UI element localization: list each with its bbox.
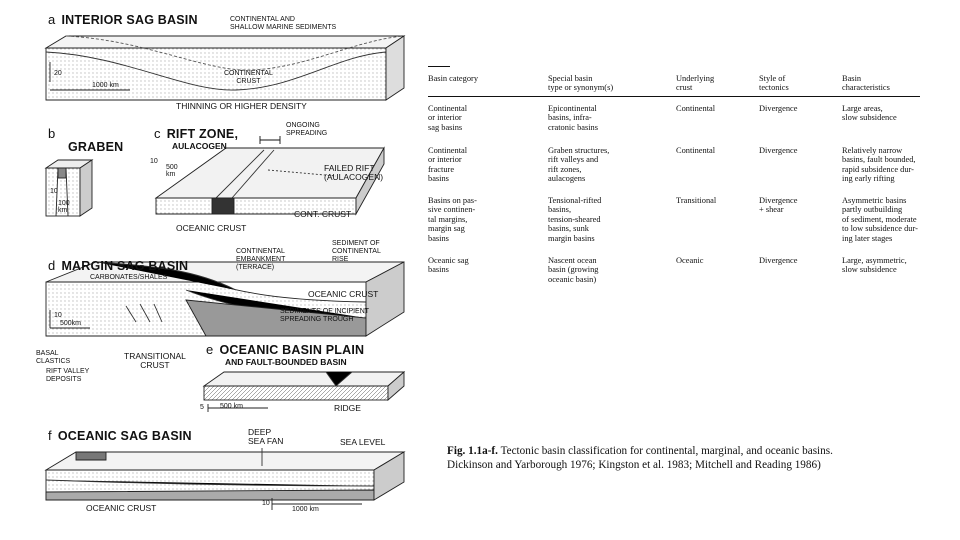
panel-a-heading: INTERIOR SAG BASIN	[61, 13, 197, 27]
table-cell: Divergence + shear	[759, 196, 837, 215]
panel-d-scale-horizontal: 500km	[60, 320, 81, 327]
panel-b-heading: GRABEN	[68, 140, 123, 154]
table-header: Basin category Special basin type or syn…	[428, 74, 920, 97]
header-underlying-crust: Underlying crust	[676, 74, 752, 93]
panel-c-label-failed-rift: FAILED RIFT (AULACOGEN)	[324, 164, 383, 182]
panel-a-label-thinning: THINNING OR HIGHER DENSITY	[176, 102, 307, 111]
panel-d-label-carbonates: CARBONATES/SHALES	[90, 274, 167, 282]
table-cell: Tensional-rifted basins, tension-sheared…	[548, 196, 666, 243]
table-cell: Nascent ocean basin (growing oceanic bas…	[548, 256, 666, 284]
panel-c-scale-horizontal: 500 km	[166, 164, 178, 178]
panel-d-label-embankment: CONTINENTAL EMBANKMENT (TERRACE)	[236, 248, 285, 272]
panel-d-label-rift-valley: RIFT VALLEY DEPOSITS	[46, 368, 89, 384]
table-cell: Asymmetric basins partly outbuilding of …	[842, 196, 924, 243]
panel-b-scale-vertical: 10	[50, 188, 58, 195]
table-cell: Basins on pas- sive continen- tal margin…	[428, 196, 538, 243]
panel-f-label-fan: DEEP SEA FAN	[248, 428, 283, 446]
header-special-basin-type: Special basin type or synonym(s)	[548, 74, 666, 93]
panel-c-label-cont-crust: CONT. CRUST	[294, 210, 351, 219]
caption-text: Tectonic basin classification for contin…	[447, 445, 833, 471]
panel-d-label-oceanic-crust: OCEANIC CRUST	[308, 290, 378, 299]
table-cell: Epicontinental basins, infra- cratonic b…	[548, 104, 666, 132]
caption-label: Fig. 1.1a-f.	[447, 445, 498, 457]
panel-c-heading: RIFT ZONE,	[167, 127, 238, 141]
table-cell: Divergence	[759, 104, 837, 113]
table-cell: Divergence	[759, 256, 837, 265]
panel-d-heading: MARGIN SAG BASIN	[61, 259, 188, 273]
panel-a-letter: a	[48, 12, 55, 27]
panel-f-heading: OCEANIC SAG BASIN	[58, 429, 192, 443]
panel-b-letter: b	[48, 126, 55, 141]
panel-f-label-sea-level: SEA LEVEL	[340, 438, 385, 447]
table-cell: Graben structures, rift valleys and rift…	[548, 146, 666, 184]
panel-f-title: f OCEANIC SAG BASIN	[48, 428, 192, 443]
panel-c-scale-vertical: 10	[150, 158, 158, 165]
table-cell: Large areas, slow subsidence	[842, 104, 924, 123]
header-style-of-tectonics: Style of tectonics	[759, 74, 837, 93]
panel-c-label-spreading: ONGOING SPREADING	[286, 122, 327, 138]
tectonic-basin-figure: a INTERIOR SAG BASIN b GRABEN c RIFT ZONE,…	[36, 0, 416, 530]
table-cell: Relatively narrow basins, fault bounded,…	[842, 146, 924, 184]
panel-d-letter: d	[48, 258, 55, 273]
panel-e-title: e OCEANIC BASIN PLAIN	[206, 342, 364, 357]
panel-a-label-sediments: CONTINENTAL AND SHALLOW MARINE SEDIMENTS	[230, 16, 336, 32]
panel-d-label-rise: SEDIMENT OF CONTINENTAL RISE	[332, 240, 381, 264]
header-basin-category: Basin category	[428, 74, 538, 83]
panel-f-letter: f	[48, 428, 52, 443]
panel-a-scale-vertical: 20	[54, 70, 62, 77]
table-cell: Large, asymmetric, slow subsidence	[842, 256, 924, 275]
panel-a-title: a INTERIOR SAG BASIN	[48, 12, 198, 27]
panel-d-scale-vertical: 10	[54, 312, 62, 319]
panel-a-label-crust: CONTINENTAL CRUST	[224, 70, 273, 86]
table-cell: Transitional	[676, 196, 752, 205]
table-cell: Continental	[676, 146, 752, 155]
figure-caption: Fig. 1.1a-f. Tectonic basin classificati…	[447, 444, 927, 472]
table-cell: Oceanic	[676, 256, 752, 265]
table-cell: Divergence	[759, 146, 837, 155]
panel-e-label-ridge: RIDGE	[334, 404, 361, 413]
panel-f-scale-vertical: 10	[262, 500, 270, 507]
panel-e-heading: OCEANIC BASIN PLAIN	[219, 343, 364, 357]
table-cell: Continental	[676, 104, 752, 113]
panel-f-label-oceanic-crust: OCEANIC CRUST	[86, 504, 156, 513]
panel-c-letter: c	[154, 126, 161, 141]
panel-b-scale-horizontal: 100 km	[58, 200, 70, 214]
panel-f-scale-horizontal: 1000 km	[292, 506, 319, 513]
panel-e-scale-horizontal: 500 km	[220, 403, 243, 410]
table-cell: Continental or interior fracture basins	[428, 146, 538, 184]
panel-c-subtitle: AULACOGEN	[172, 142, 227, 151]
panel-d-label-trough: SEDIMENTS OF INCIPIENT SPREADING TROUGH	[280, 308, 369, 324]
panel-e-subtitle: AND FAULT-BOUNDED BASIN	[225, 358, 347, 367]
panel-c-label-oceanic-crust: OCEANIC CRUST	[176, 224, 246, 233]
header-basin-characteristics: Basin characteristics	[842, 74, 924, 93]
panel-d-title: d MARGIN SAG BASIN	[48, 258, 188, 273]
table-top-rule	[428, 66, 450, 67]
table-cell: Continental or interior sag basins	[428, 104, 538, 132]
panel-f-block	[46, 448, 404, 510]
table-cell: Oceanic sag basins	[428, 256, 538, 275]
panel-d-label-transitional: TRANSITIONAL CRUST	[124, 352, 186, 370]
panel-a-scale-horizontal: 1000 km	[92, 82, 119, 89]
panel-e-scale-vertical: 5	[200, 404, 204, 411]
panel-b-title: b	[48, 126, 61, 141]
panel-a-block	[46, 36, 404, 100]
panel-d-label-basal-clastics: BASAL CLASTICS	[36, 350, 70, 366]
panel-c-title: c RIFT ZONE,	[154, 126, 238, 141]
panel-e-letter: e	[206, 342, 213, 357]
